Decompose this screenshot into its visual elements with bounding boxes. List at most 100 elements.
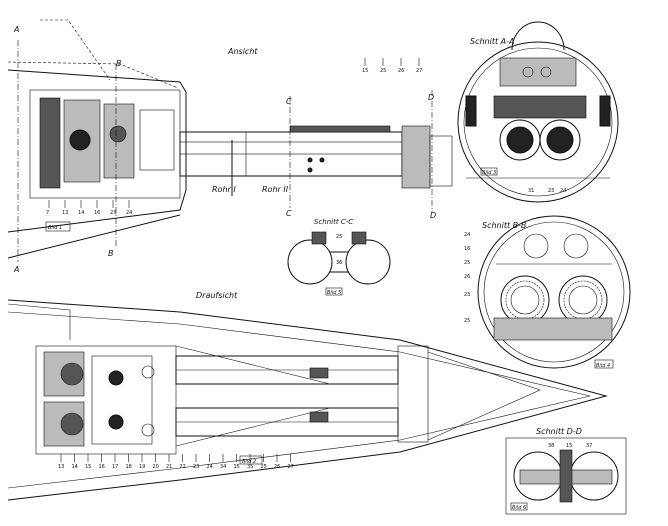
section-bb-caption: Bild 4 [596,363,610,369]
section-dd-view [505,437,627,515]
plan-clamp-starboard [309,411,329,423]
plan-part-number-4: 17 [112,464,118,470]
cc-clamp-left [311,231,327,245]
side-caption-box [45,221,71,232]
plan-machinery-frame [35,345,177,455]
side-hull-outline [7,69,187,233]
plan-view-title: Draufsicht [196,291,238,300]
side-view-caption: Bild 1 [48,225,62,231]
plan-part-number-2: 15 [85,464,91,470]
plan-flywheel-starboard [60,412,84,436]
aa-gear-housing [493,95,587,119]
dd-frame [505,437,627,515]
side-right-part-number-2: 26 [398,68,404,74]
side-flywheel [69,129,91,151]
side-part-number-5: 24 [126,210,132,216]
side-muzzle-housing [401,125,431,189]
aa-hatch-dome [511,21,565,51]
plan-hull-inner [7,311,591,489]
aa-tube-right-bore [546,126,574,154]
bb-air-flask-left [523,233,549,259]
cc-clamp-right [351,231,367,245]
plan-valve-port [141,365,155,379]
side-rivet-2 [319,157,325,163]
plan-part-number-8: 21 [166,464,172,470]
dd-part-37: 37 [586,443,592,449]
plan-part-number-10: 23 [193,464,199,470]
side-pump [109,125,127,143]
plan-part-number-15: 25 [261,464,267,470]
plan-part-number-1: 14 [72,464,78,470]
plan-part-number-16: 26 [274,464,280,470]
bb-part-26: 26 [464,274,470,280]
aa-control-panel [499,57,577,87]
cut-marker-c-bottom: C [286,209,292,218]
plan-part-number-9: 22 [180,464,186,470]
plan-brace-1 [175,345,331,385]
plan-pump-starboard [108,414,124,430]
section-cc-view [287,231,391,296]
bb-tube-left [500,275,550,325]
plan-part-number-17: 27 [288,464,294,470]
plan-part-number-6: 19 [139,464,145,470]
plan-caption-box [239,455,263,465]
cc-part-36: 36 [336,260,342,266]
aa-hull-inner [463,47,613,197]
bb-tube-left-bore [510,285,540,315]
plan-part-number-13: 15 [234,464,240,470]
side-part-number-3: 16 [94,210,100,216]
bb-tube-right [558,275,608,325]
bb-part-23: 23 [464,292,470,298]
section-cc-caption: Bild 5 [327,290,341,296]
plan-part-number-3: 16 [99,464,105,470]
bb-part-25: 25 [464,260,470,266]
side-right-part-number-0: 15 [362,68,368,74]
section-bb-title: Schnitt B-B [482,221,526,230]
plan-bow-brace [427,351,541,441]
plan-pump-port [108,370,124,386]
plan-part-number-11: 24 [207,464,213,470]
side-engine-block-1 [39,97,61,189]
cc-caption-box [325,287,343,296]
aa-side-valve-left [465,95,477,127]
cut-marker-b-top: B [116,59,122,68]
plan-flywheel-port [60,362,84,386]
plan-part-number-14: 35 [247,464,253,470]
section-aa-caption: Bild 3 [482,170,496,176]
section-aa-view [457,21,619,203]
side-hull-dashed [7,61,179,89]
aa-tube-left-bore [506,126,534,154]
section-dd-caption: Bild 6 [512,505,526,511]
section-bb-view [477,215,631,369]
cut-marker-b-bottom: B [108,249,114,258]
dd-caption-box [510,502,528,511]
aa-part-23: 23 [548,188,554,194]
plan-part-number-5: 18 [126,464,132,470]
side-part-number-2: 14 [78,210,84,216]
cc-part-25: 25 [336,234,342,240]
bb-part-24: 24 [464,232,470,238]
plan-brace-2 [175,407,331,447]
aa-side-valve-right [599,95,611,127]
side-view [7,19,453,262]
aa-tube-right [539,119,581,161]
section-aa-title: Schnitt A-A [470,37,515,46]
bb-part-25b: 25 [464,318,470,324]
plan-bulkhead [7,303,71,340]
plan-bow-frame [397,345,429,443]
tube-1-label: Rohr I [212,185,236,194]
aa-hull-circle [457,41,619,203]
bb-air-flask-right [563,233,589,259]
plan-part-number-12: 34 [220,464,226,470]
bb-part-16: 16 [464,246,470,252]
cc-tube-left [287,239,333,285]
side-gear-housing [139,109,175,171]
plan-hull-outline [7,299,608,501]
side-keel-line [7,214,181,259]
cut-marker-c-top: C [286,97,292,106]
side-part-number-1: 13 [62,210,68,216]
